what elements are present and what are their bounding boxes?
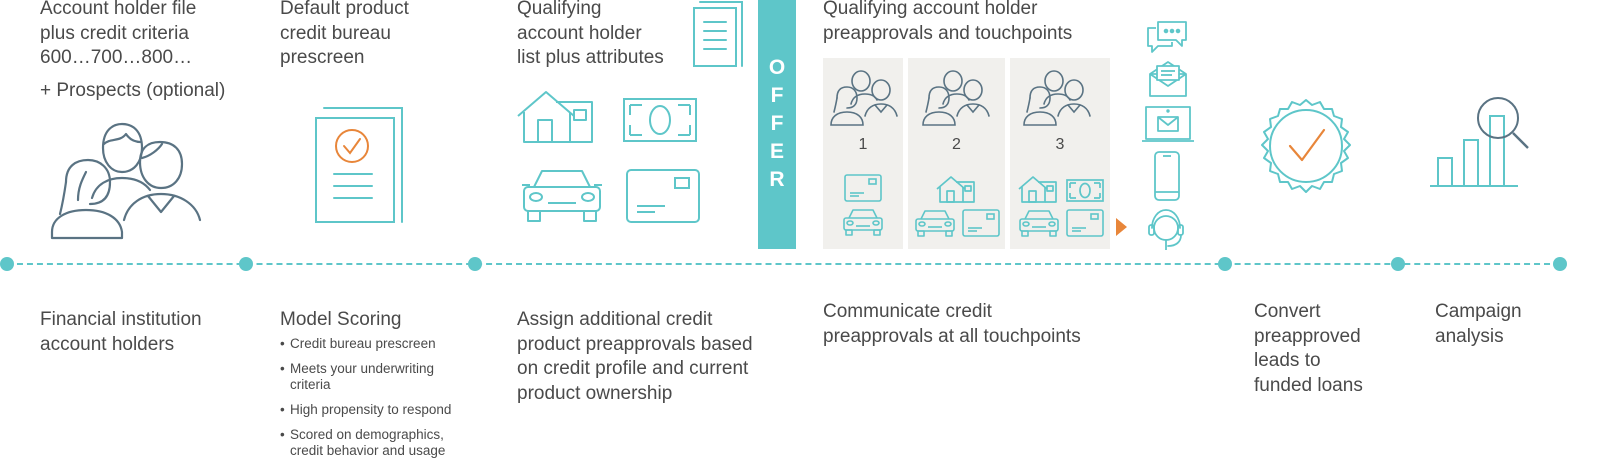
offer-letter: F: [770, 84, 784, 107]
bullet-item: Scored on demographics,credit behavior a…: [280, 427, 451, 459]
text-line: preapproved: [1254, 325, 1361, 347]
timeline-dot: [1553, 257, 1567, 271]
top-label-account-file: Account holder file plus credit criteria…: [40, 0, 196, 71]
bottom-label-convert: Convert preapproved leads to funded loan…: [1254, 300, 1363, 398]
people-icon: [829, 70, 899, 131]
text-line: account holder: [517, 22, 642, 44]
text-line: Credit bureau prescreen: [290, 336, 436, 351]
house-icon: [1018, 176, 1058, 208]
text-line: Financial institution: [40, 309, 202, 330]
document-icon: [692, 0, 744, 68]
top-label-qualifying-list: Qualifying account holder list plus attr…: [517, 0, 664, 71]
bottom-label-assign-preapprovals: Assign additional credit product preappr…: [517, 308, 753, 406]
bottom-label-model-scoring: Model Scoring: [280, 309, 402, 330]
text-line: plus credit criteria: [40, 22, 189, 44]
text-line: Meets your underwriting: [290, 361, 435, 376]
timeline-dot: [1218, 257, 1232, 271]
preapproval-panel-2: 2: [908, 58, 1005, 249]
mail-icon: [1148, 58, 1188, 98]
text-line: funded loans: [1254, 374, 1363, 396]
text-line: leads to: [1254, 350, 1321, 371]
card-icon: [844, 174, 882, 207]
offer-letter: O: [768, 56, 786, 79]
text-line: 600…700…800…: [40, 47, 193, 68]
text-line: High propensity to respond: [290, 402, 452, 417]
top-label-preapprovals: Qualifying account holder preapprovals a…: [823, 0, 1072, 46]
preapproval-panel-1: 1: [823, 58, 903, 249]
text-line: Campaign: [1435, 301, 1522, 322]
money-icon: [1066, 179, 1104, 207]
headset-icon: [1146, 206, 1186, 250]
offer-letter: E: [769, 140, 784, 163]
text-line: analysis: [1435, 325, 1504, 347]
chat-icon: [1146, 18, 1188, 54]
people-icon: [921, 70, 991, 131]
arrow-right-icon: [1116, 218, 1128, 236]
bar-chart-magnifier-icon: [1428, 94, 1532, 190]
text-line: Default product: [280, 0, 409, 19]
timeline-line: [7, 263, 1560, 265]
phone-icon: [1153, 150, 1181, 202]
top-label-default-product: Default product credit bureau prescreen: [280, 0, 409, 71]
text-line: Account holder file: [40, 0, 197, 19]
text-line: credit behavior and usage: [290, 443, 446, 458]
timeline-dot: [468, 257, 482, 271]
card-icon: [625, 168, 701, 224]
text-line: Qualifying: [517, 0, 602, 19]
timeline-dot: [0, 257, 14, 271]
text-line: list plus attributes: [517, 47, 664, 68]
model-scoring-bullets: Credit bureau prescreen Meets your under…: [280, 336, 451, 468]
check-badge-icon: [1256, 98, 1356, 198]
offer-letter: F: [770, 112, 784, 135]
text-line: Scored on demographics,: [290, 427, 444, 442]
timeline-dot: [1391, 257, 1405, 271]
text-line: criteria: [290, 377, 331, 392]
panel-number: 2: [952, 136, 961, 153]
text-line: Qualifying account holder: [823, 0, 1038, 19]
panel-number: 1: [858, 136, 868, 153]
bullet-item: High propensity to respond: [280, 402, 451, 418]
laptop-mail-icon: [1140, 105, 1196, 147]
offer-letter: R: [769, 168, 785, 191]
timeline-dot: [239, 257, 253, 271]
house-icon: [936, 176, 976, 208]
text-line: product preapprovals based: [517, 333, 753, 355]
people-icon: [48, 120, 204, 242]
bottom-label-account-holders: Financial institution account holders: [40, 308, 202, 357]
people-icon: [1022, 70, 1092, 131]
car-icon: [914, 209, 956, 243]
text-line: preapprovals and touchpoints: [823, 22, 1073, 44]
bottom-label-communicate: Communicate credit preapprovals at all t…: [823, 300, 1081, 349]
offer-bar: O F F E R: [758, 0, 796, 249]
text-line: prescreen: [280, 47, 365, 68]
money-icon: [622, 97, 698, 143]
document-check-icon: [312, 106, 404, 224]
text-line: preapprovals at all touchpoints: [823, 325, 1081, 347]
bullet-item: Credit bureau prescreen: [280, 336, 451, 352]
top-label-prospects: + Prospects (optional): [40, 80, 226, 101]
text-line: credit bureau: [280, 22, 391, 44]
preapproval-panel-3: 3: [1010, 58, 1110, 249]
text-line: account holders: [40, 333, 175, 355]
house-icon: [516, 90, 596, 144]
text-line: product ownership: [517, 382, 673, 404]
car-icon: [842, 208, 884, 242]
card-icon: [1066, 209, 1104, 242]
text-line: on credit profile and current: [517, 358, 749, 379]
bottom-label-campaign-analysis: Campaign analysis: [1435, 300, 1522, 349]
text-line: Communicate credit: [823, 301, 992, 322]
text-line: Assign additional credit: [517, 309, 713, 330]
text-line: Convert: [1254, 301, 1321, 322]
panel-number: 3: [1055, 136, 1065, 153]
car-icon: [520, 167, 604, 225]
car-icon: [1018, 209, 1060, 243]
card-icon: [962, 209, 1000, 242]
